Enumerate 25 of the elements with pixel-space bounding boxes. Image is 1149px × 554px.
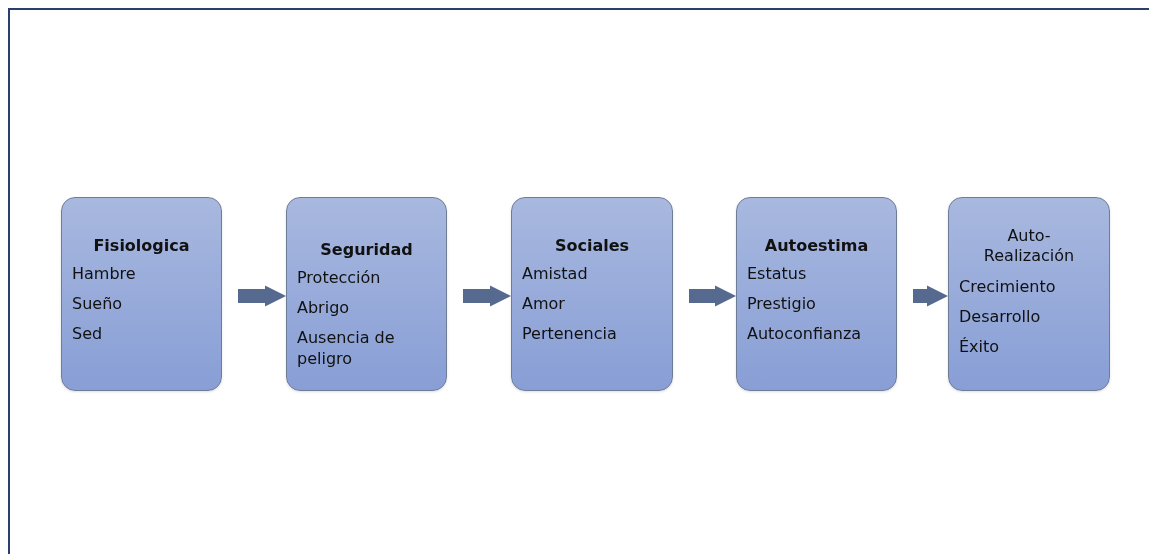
list-item: Éxito xyxy=(959,336,1001,357)
list-item: Amor xyxy=(522,293,566,314)
process-box xyxy=(286,197,447,391)
list-item: Abrigo xyxy=(297,297,351,318)
list-item: Prestigio xyxy=(747,293,817,314)
box-heading: Sociales xyxy=(553,236,631,256)
box-heading: Fisiologica xyxy=(92,236,191,256)
list-item: Sed xyxy=(72,323,104,344)
list-item: Pertenencia xyxy=(522,323,618,344)
process-box xyxy=(736,197,897,391)
list-item: Estatus xyxy=(747,263,808,284)
process-box xyxy=(948,197,1110,391)
list-item: Amistad xyxy=(522,263,589,284)
box-heading: Auto- Realización xyxy=(982,226,1076,266)
box-heading: Seguridad xyxy=(319,240,414,260)
list-item: Protección xyxy=(297,267,382,288)
list-item: Autoconfianza xyxy=(747,323,863,344)
list-item: Hambre xyxy=(72,263,137,284)
list-item: Crecimiento xyxy=(959,276,1057,297)
process-box xyxy=(511,197,673,391)
list-item: Sueño xyxy=(72,293,124,314)
list-item: Ausencia de peligro xyxy=(297,327,396,369)
process-box xyxy=(61,197,222,391)
box-heading: Autoestima xyxy=(763,236,870,256)
list-item: Desarrollo xyxy=(959,306,1042,327)
